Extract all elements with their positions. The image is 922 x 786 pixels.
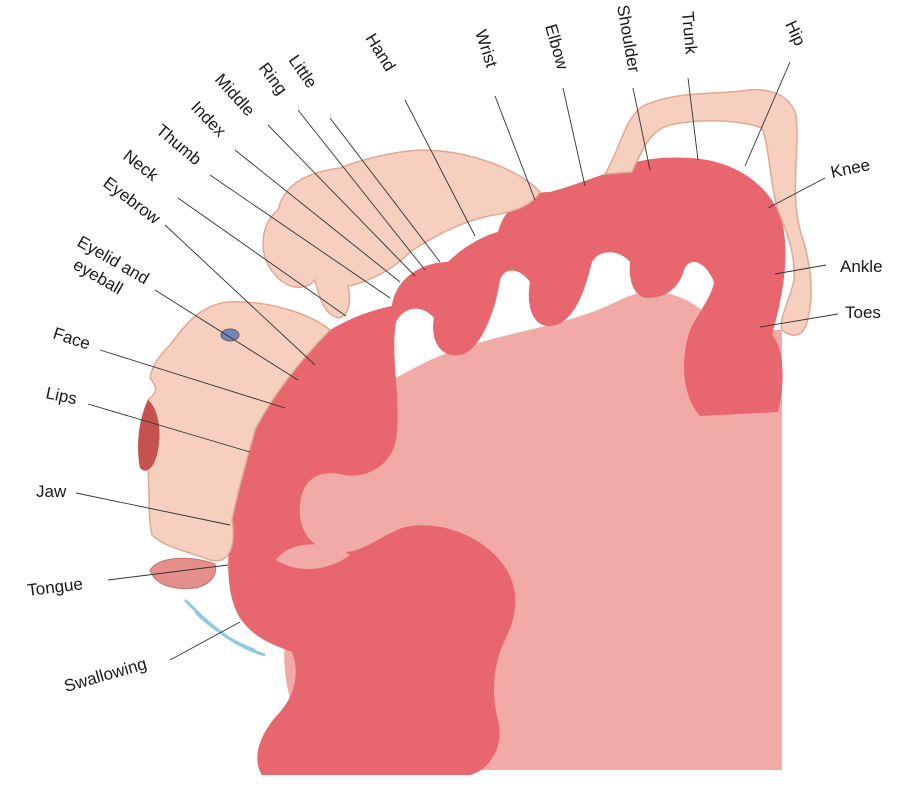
label-middle: Middle xyxy=(211,70,259,120)
label-toes: Toes xyxy=(845,303,881,322)
label-wrist: Wrist xyxy=(471,27,501,70)
label-index: Index xyxy=(187,98,230,141)
label-neck: Neck xyxy=(120,146,163,185)
label-ring: Ring xyxy=(255,59,291,98)
eye-drawing xyxy=(221,329,239,341)
label-eyebrow: Eyebrow xyxy=(100,173,165,228)
label-thumb: Thumb xyxy=(152,121,205,170)
label-hip: Hip xyxy=(781,18,809,49)
label-jaw: Jaw xyxy=(36,482,67,501)
label-hand: Hand xyxy=(362,30,400,75)
label-lips: Lips xyxy=(44,383,78,408)
label-knee: Knee xyxy=(829,155,872,182)
label-shoulder: Shoulder xyxy=(613,3,644,74)
label-swallowing: Swallowing xyxy=(62,654,149,696)
label-elbow: Elbow xyxy=(541,22,572,72)
leader-swallowing xyxy=(170,622,240,660)
leader-elbow xyxy=(563,88,585,186)
label-trunk: Trunk xyxy=(678,11,701,56)
label-face: Face xyxy=(51,324,93,354)
label-tongue: Tongue xyxy=(26,574,84,600)
label-ankle: Ankle xyxy=(840,257,883,276)
